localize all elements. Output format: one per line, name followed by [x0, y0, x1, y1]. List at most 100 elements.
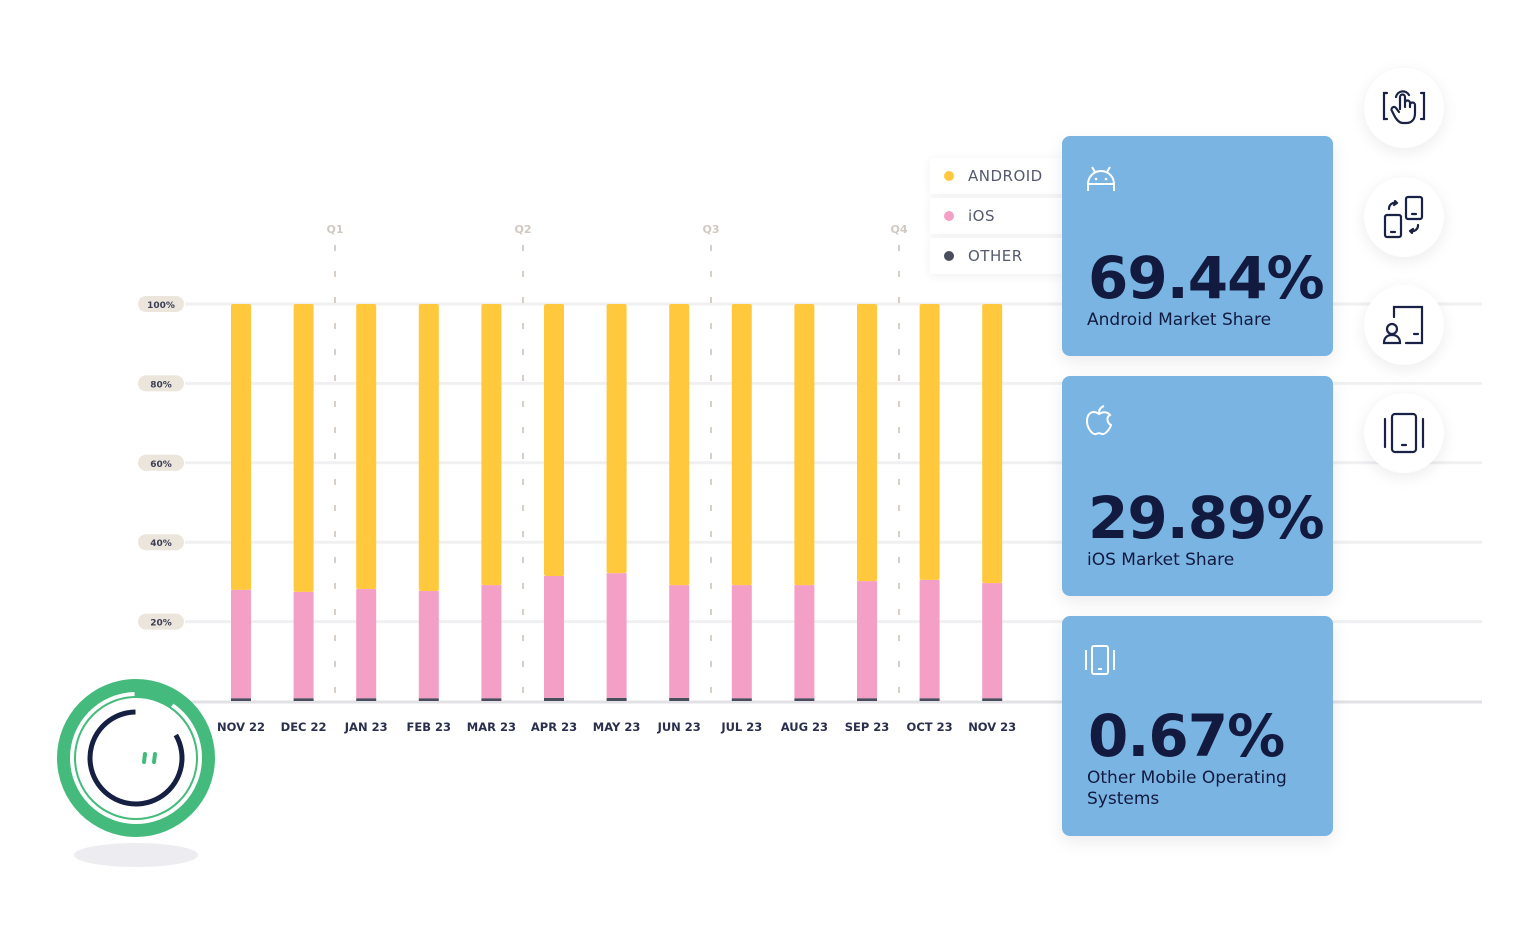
y-tick-label: 20% — [150, 619, 172, 629]
x-tick-label: OCT 23 — [907, 720, 953, 734]
bar-other — [481, 698, 502, 701]
ios-share-label: iOS Market Share — [1087, 550, 1235, 570]
other-card: 0.67% Other Mobile Operating Systems — [1062, 616, 1333, 836]
phone-vibrate-icon — [1383, 412, 1425, 454]
bar-other — [857, 698, 877, 701]
quarter-label: Q2 — [514, 223, 531, 236]
phone-icon — [1085, 645, 1115, 675]
android-share-value: 69.44% — [1088, 244, 1325, 312]
y-tick-label: 100% — [147, 301, 175, 311]
touch-icon — [1382, 90, 1426, 125]
bar-other — [293, 698, 314, 701]
bar-other — [606, 697, 627, 701]
legend: ANDROID iOS OTHER — [930, 158, 1070, 278]
logo-inner-arc — [87, 709, 185, 807]
bar-android — [731, 304, 752, 586]
bar-other — [418, 698, 439, 701]
x-tick-label: AUG 23 — [781, 720, 828, 734]
bar-ios — [544, 575, 564, 698]
green-logo — [57, 679, 215, 867]
logo-eyes — [142, 752, 157, 764]
y-tick-pill — [138, 454, 184, 471]
android-card: 69.44% Android Market Share — [1062, 136, 1333, 356]
bar-ios — [731, 585, 752, 699]
bar-ios — [418, 591, 439, 699]
bar-other — [731, 698, 752, 701]
bar-ios — [982, 583, 1003, 699]
y-tick-pill — [138, 375, 184, 392]
android-dot — [944, 171, 954, 181]
bar-ios — [669, 585, 690, 698]
user-device-icon — [1382, 305, 1424, 345]
x-tick-label: SEP 23 — [845, 720, 890, 734]
x-tick-label: MAR 23 — [467, 720, 516, 734]
apple-icon — [1085, 405, 1113, 436]
bar-android — [418, 304, 439, 592]
bar-ios — [293, 591, 314, 699]
x-tick-label: FEB 23 — [407, 720, 451, 734]
ios-card: 29.89% iOS Market Share — [1062, 376, 1333, 596]
bar-android — [356, 304, 377, 590]
android-share-label: Android Market Share — [1087, 310, 1272, 330]
bar-android — [857, 304, 877, 582]
ios-dot — [944, 211, 954, 221]
quarter-label: Q4 — [890, 223, 907, 236]
phone-vibrate-button — [1364, 393, 1444, 473]
logo-shadow — [74, 843, 198, 867]
other-dot — [944, 251, 954, 261]
x-tick-label: NOV 23 — [968, 720, 1016, 734]
bar-other — [544, 697, 564, 701]
bar-android — [293, 304, 314, 592]
quarter-label: Q3 — [702, 223, 719, 236]
legend-label: ANDROID — [968, 167, 1043, 185]
bar-ios — [481, 585, 502, 699]
logo-outer-arc — [70, 692, 202, 824]
bar-ios — [606, 573, 627, 698]
legend-label: iOS — [968, 207, 995, 225]
bar-ios — [231, 589, 251, 699]
quarter-label: Q1 — [326, 223, 343, 236]
bar-ios — [857, 581, 877, 699]
legend-android: ANDROID — [930, 158, 1070, 194]
device-switch-icon — [1383, 195, 1424, 239]
user-device-button — [1364, 285, 1444, 365]
other-share-value: 0.67% — [1088, 702, 1285, 770]
bar-android — [794, 304, 815, 586]
other-share-label: Other Mobile Operating Systems — [1087, 768, 1287, 809]
x-tick-label: APR 23 — [531, 720, 577, 734]
touch-icon-button — [1364, 68, 1444, 148]
y-tick-pill — [138, 534, 184, 551]
bar-other — [231, 698, 251, 701]
legend-ios: iOS — [930, 198, 1070, 234]
bar-android — [544, 304, 564, 576]
x-tick-label: JUN 23 — [657, 720, 701, 734]
y-tick-label: 80% — [150, 380, 172, 390]
bar-ios — [919, 579, 940, 699]
bar-android — [919, 304, 940, 580]
y-tick-label: 40% — [150, 539, 172, 549]
bar-other — [669, 697, 690, 701]
y-tick-pill — [138, 613, 184, 630]
x-tick-label: DEC 22 — [281, 720, 327, 734]
bar-android — [982, 304, 1003, 584]
ios-share-value: 29.89% — [1088, 484, 1325, 552]
bar-android — [231, 304, 251, 590]
bar-android — [669, 304, 690, 586]
bar-other — [356, 698, 377, 701]
logo-face — [76, 698, 196, 818]
bar-android — [606, 304, 627, 574]
device-switch-button — [1364, 177, 1444, 257]
bar-ios — [794, 585, 815, 699]
bar-ios — [356, 589, 377, 699]
x-tick-label: MAY 23 — [593, 720, 641, 734]
x-tick-label: JAN 23 — [344, 720, 388, 734]
x-tick-label: JUL 23 — [720, 720, 762, 734]
bar-other — [982, 698, 1003, 701]
bar-other — [919, 698, 940, 701]
bar-android — [481, 304, 502, 586]
android-icon — [1086, 166, 1116, 191]
bar-other — [794, 698, 815, 701]
y-tick-pill — [138, 296, 184, 312]
x-tick-label: NOV 22 — [217, 720, 265, 734]
